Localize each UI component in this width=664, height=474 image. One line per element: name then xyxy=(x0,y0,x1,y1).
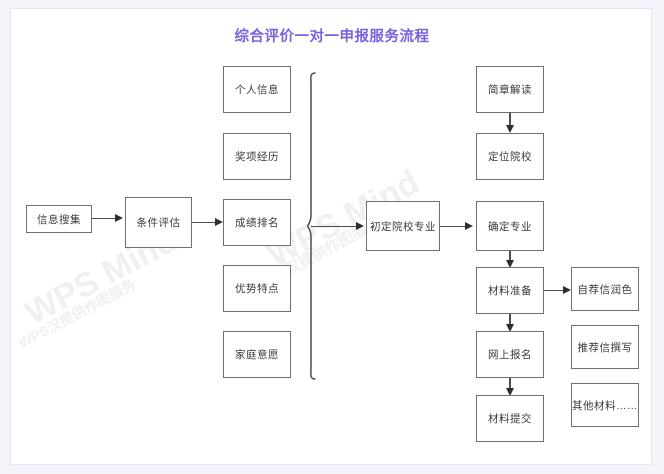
node-brochure-interpretation[interactable]: 简章解读 xyxy=(476,66,544,113)
node-school-positioning[interactable]: 定位院校 xyxy=(476,133,544,180)
node-label: 定位院校 xyxy=(488,151,532,163)
node-other-materials[interactable]: 其他材料…… xyxy=(571,383,639,427)
arrow-down-icon xyxy=(505,324,514,332)
node-confirm-major[interactable]: 确定专业 xyxy=(476,201,544,251)
connector-line xyxy=(192,222,218,224)
connector-line xyxy=(544,289,566,291)
connector-line xyxy=(311,225,359,227)
connector-line xyxy=(92,218,117,220)
node-award-experience[interactable]: 奖项经历 xyxy=(223,133,291,180)
node-label: 简章解读 xyxy=(488,84,532,96)
node-label: 成绩排名 xyxy=(235,217,279,229)
node-material-preparation[interactable]: 材料准备 xyxy=(476,267,544,314)
node-family-preference[interactable]: 家庭意愿 xyxy=(223,331,291,378)
node-label: 奖项经历 xyxy=(235,151,279,163)
connector-line xyxy=(509,113,511,131)
arrow-right-icon xyxy=(563,285,571,294)
node-label: 推荐信撰写 xyxy=(577,341,633,354)
node-label: 条件评估 xyxy=(136,217,181,229)
grouping-brace-icon xyxy=(307,72,316,380)
node-label: 确定专业 xyxy=(488,220,532,233)
arrow-right-icon xyxy=(215,218,223,227)
connector-line xyxy=(509,378,511,394)
node-label: 优势特点 xyxy=(235,283,279,295)
arrow-right-icon xyxy=(356,221,364,230)
node-condition-evaluation[interactable]: 条件评估 xyxy=(125,197,192,248)
node-personal-info[interactable]: 个人信息 xyxy=(223,66,291,113)
node-self-recommendation-polish[interactable]: 自荐信润色 xyxy=(571,267,639,311)
connector-line xyxy=(509,251,511,266)
arrow-right-icon xyxy=(115,214,123,223)
node-information-collection[interactable]: 信息搜集 xyxy=(26,205,92,233)
node-label: 初定院校专业 xyxy=(370,220,436,233)
node-label: 家庭意愿 xyxy=(235,349,279,361)
node-label: 个人信息 xyxy=(235,84,279,96)
node-label: 其他材料…… xyxy=(572,399,638,412)
connector-line xyxy=(440,225,468,227)
node-label: 自荐信润色 xyxy=(577,283,633,296)
node-advantage-traits[interactable]: 优势特点 xyxy=(223,265,291,312)
node-label: 信息搜集 xyxy=(37,213,81,226)
node-recommendation-letter-writing[interactable]: 推荐信撰写 xyxy=(571,325,639,369)
page-title: 综合评价一对一申报服务流程 xyxy=(234,29,430,45)
node-grade-ranking[interactable]: 成绩排名 xyxy=(223,199,291,246)
node-label: 网上报名 xyxy=(488,349,532,361)
watermark-text: WPS汉提供作图服务 xyxy=(15,275,139,351)
node-material-submission[interactable]: 材料提交 xyxy=(476,395,544,442)
arrow-right-icon xyxy=(465,221,473,230)
arrow-down-icon xyxy=(505,260,514,268)
node-preliminary-school-major[interactable]: 初定院校专业 xyxy=(366,201,440,251)
flowchart-canvas[interactable]: 综合评价一对一申报服务流程 WPS Mind WPS汉提供作图服务 WPS Mi… xyxy=(10,8,652,465)
arrow-down-icon xyxy=(505,125,514,133)
connector-line xyxy=(509,314,511,330)
node-label: 材料提交 xyxy=(488,413,532,425)
node-label: 材料准备 xyxy=(488,285,532,297)
node-online-registration[interactable]: 网上报名 xyxy=(476,331,544,378)
arrow-down-icon xyxy=(505,388,514,396)
